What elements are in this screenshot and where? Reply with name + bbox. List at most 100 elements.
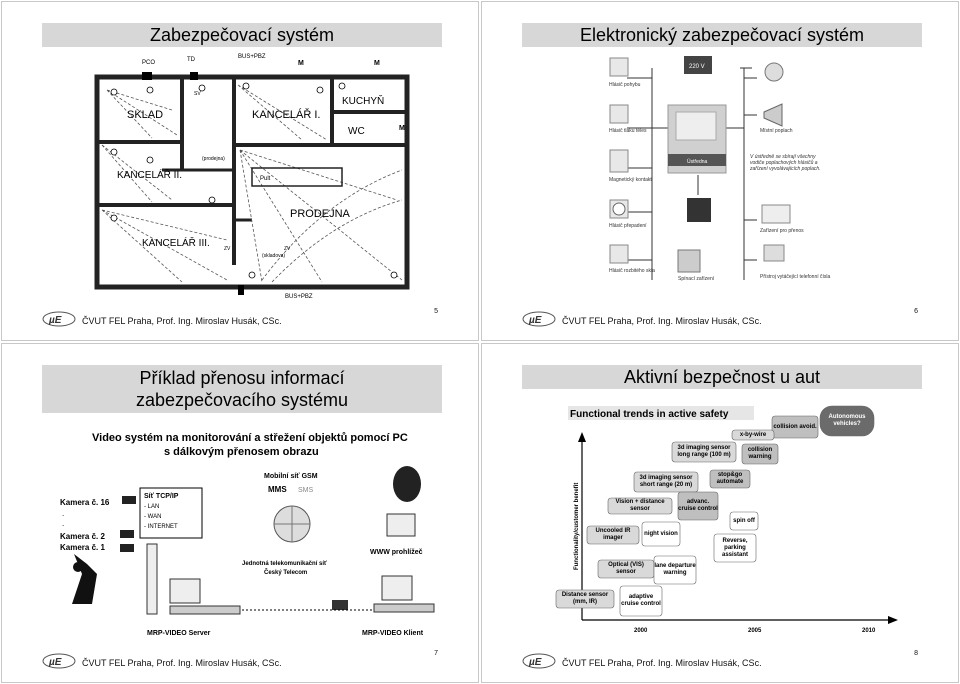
plan-label: BUS+PBZ [238,54,266,60]
trend-box-label: Optical (VIS) sensor [608,562,644,575]
slide-footer: µE ČVUT FEL Praha, Prof. Ing. Miroslav H… [42,650,438,674]
room-label: KANCELÁŘ III. [142,236,210,249]
figure-heading: Functional trends in active safety [570,409,729,420]
diagram-label: Hlásič tlaku těles [609,128,647,134]
slide-floor-plan: Zabezpečovací systém Pult SKLAD KANCELÁŘ… [1,1,479,341]
server-label: MRP-VIDEO Server [147,630,211,637]
trend-box-label: collision warning [747,447,773,460]
room-label: KANCELÁŘ II. [117,168,182,181]
diagram-label: Zařízení pro přenos [760,228,804,234]
camera-label: . [62,509,64,518]
plan-label: M [298,60,304,67]
page-number: 5 [434,308,438,315]
floor-plan-figure: Pult SKLAD KANCELÁŘ I. KUCHYŇ WC KANCELÁ… [94,54,410,300]
slide-active-safety: Aktivní bezpečnost u aut Functional tren… [481,343,959,683]
trend-box-label: adaptive cruise control [621,594,661,607]
system-diagram: 220 V Ústředna Hlásič pohybu Hlásič tlak… [609,56,831,282]
trend-box-label: x-by-wire [739,431,767,438]
trend-box: 3d imaging sensor long range (100 m) [671,441,737,463]
diagram-label: Hlásič přepadení [609,223,647,229]
network-item: - LAN [144,504,159,510]
plan-label: M [399,125,405,132]
trend-box-label: Reverse, parking assistant [721,537,748,558]
room-label: KANCELÁŘ I. [252,108,320,121]
trend-box: Reverse, parking assistant [713,533,757,563]
plan-label: TD [187,57,196,63]
mms-label: MMS [268,485,287,494]
client-label: MRP-VIDEO Klient [362,630,424,637]
plan-label: ZV [224,246,231,252]
page-number: 8 [914,650,918,657]
trend-box-label: advanc. cruise control [678,499,718,512]
trend-box: Autonomous vehicles? [819,405,875,437]
power-label: 220 V [689,64,705,70]
trend-box: Optical (VIS) sensor [597,559,655,579]
room-label: PRODEJNA [290,208,351,220]
trend-box-label: Distance sensor (mm, IR) [561,592,609,605]
trend-box-label: night vision [644,530,678,537]
room-label: WC [348,126,365,137]
svg-text:µE: µE [528,657,542,668]
slide-title: Příklad přenosu informací zabezpečovacíh… [42,365,442,413]
gsm-label: Mobilní síť GSM [264,473,318,480]
slide-title: Aktivní bezpečnost u aut [522,365,922,389]
slide-footer: µE ČVUT FEL Praha, Prof. Ing. Miroslav H… [42,308,438,332]
footer-text: ČVUT FEL Praha, Prof. Ing. Miroslav Husá… [82,658,282,668]
slide-footer: µE ČVUT FEL Praha, Prof. Ing. Miroslav H… [522,308,918,332]
slide-title: Elektronický zabezpečovací systém [522,23,922,47]
trend-box: collision warning [741,443,779,465]
trend-box-label: Uncooled IR imager [595,528,631,541]
trend-box: 3d imaging sensor short range (20 m) [633,471,699,493]
room-label: SKLAD [127,109,163,121]
video-system-figure: Video systém na monitorování a střežení … [60,432,435,637]
diagram-label: Místní poplach [760,128,793,134]
figure-heading: s dálkovým přenosem obrazu [164,446,319,458]
telecom-label: Jednotná telekomunikační síť [242,561,327,567]
trend-box: adaptive cruise control [619,585,663,617]
plan-label: BUS+PBZ [285,294,313,300]
plan-label: (prodejna) [202,156,225,162]
plan-label: M [374,60,380,67]
trend-box: advanc. cruise control [677,491,719,521]
ctu-logo-icon: µE [522,653,556,669]
camera-label: Kamera č. 2 [60,532,105,541]
plan-label: (skladova) [262,253,285,259]
year-label: 2010 [862,628,876,634]
diagram-note: V ústředně se sbírají všechny vodiče pop… [750,154,821,172]
trend-box-label: 3d imaging sensor long range (100 m) [677,445,731,458]
ctu-logo-icon: µE [42,311,76,327]
year-label: 2005 [748,628,762,634]
trend-box: night vision [641,521,681,547]
svg-text:µE: µE [48,315,62,326]
year-label: 2000 [634,628,648,634]
trend-box-label: collision avoid. [773,423,817,430]
network-item: - INTERNET [144,524,178,530]
trend-box: collision avoid. [771,415,819,439]
figure-heading: Video systém na monitorování a střežení … [92,432,408,444]
plan-label: PCO [142,60,155,66]
ctu-logo-icon: µE [522,311,556,327]
slide-footer: µE ČVUT FEL Praha, Prof. Ing. Miroslav H… [522,650,918,674]
trend-box: lane departure warning [653,555,697,585]
camera-label: Kamera č. 16 [60,498,110,507]
diagram-label: Spínací zařízení [678,276,715,282]
title-line: zabezpečovacího systému [135,390,349,410]
trend-box: Uncooled IR imager [586,525,640,545]
slide-electronic-system: Elektronický zabezpečovací systém 220 V [481,1,959,341]
camera-label: Kamera č. 1 [60,543,105,552]
sms-label: SMS [298,487,314,494]
svg-text:µE: µE [48,657,62,668]
trend-box-label: stop&go automate [716,472,744,485]
title-line: Příklad přenosu informací [139,368,345,388]
trend-box-label: 3d imaging sensor short range (20 m) [639,475,693,488]
footer-text: ČVUT FEL Praha, Prof. Ing. Miroslav Husá… [562,316,762,326]
diagram-label: Magnetický kontakt [609,177,652,183]
footer-text: ČVUT FEL Praha, Prof. Ing. Miroslav Husá… [562,658,762,668]
slide-title: Zabezpečovací systém [42,23,442,47]
trend-box-label: spin off [733,517,755,524]
trend-box: stop&go automate [709,469,751,489]
trend-box: Vision + distance sensor [607,497,673,515]
plan-label: Pult [260,176,271,182]
slide-transfer-example: Příklad přenosu informací zabezpečovacíh… [1,343,479,683]
diagram-label: Přístroj vytáčející telefonní čísla [760,274,831,280]
